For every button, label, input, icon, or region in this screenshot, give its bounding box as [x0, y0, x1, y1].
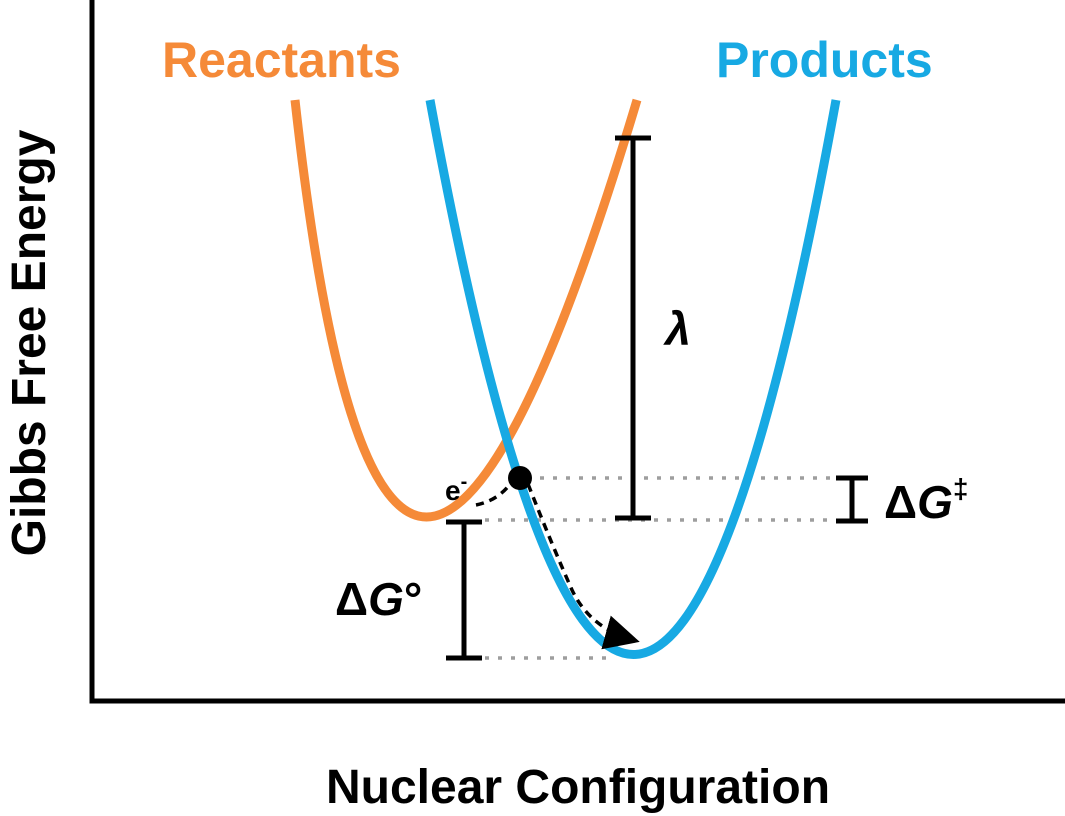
- reactants-curve: [290, 98, 642, 522]
- double-dagger-symbol: ‡: [953, 473, 969, 504]
- lambda-bracket: [615, 135, 651, 521]
- electron-label: e-: [445, 471, 467, 506]
- delta-g-standard-bracket: [446, 519, 482, 661]
- x-axis-label: Nuclear Configuration: [326, 761, 830, 814]
- delta-g-standard-label: ΔG°: [335, 573, 422, 625]
- reactants-label: Reactants: [162, 32, 401, 88]
- electron-approach-path: [475, 479, 515, 507]
- products-curve: [425, 99, 841, 659]
- delta-symbol: Δ: [884, 476, 917, 528]
- guide-lines: [485, 476, 830, 660]
- y-axis-label: Gibbs Free Energy: [3, 129, 56, 556]
- activation-energy-bracket: [836, 475, 868, 524]
- delta-symbol: Δ: [335, 573, 368, 625]
- activation-energy-label: ΔG‡: [884, 473, 968, 528]
- lambda-label: λ: [662, 303, 691, 355]
- products-label: Products: [716, 32, 933, 88]
- g-symbol: G: [368, 573, 404, 625]
- transition-state-point: [508, 466, 532, 490]
- degree-symbol: °: [404, 573, 422, 625]
- g-symbol: G: [917, 476, 953, 528]
- electron-transfer-arrow: [526, 483, 640, 650]
- axes: [89, 0, 1065, 704]
